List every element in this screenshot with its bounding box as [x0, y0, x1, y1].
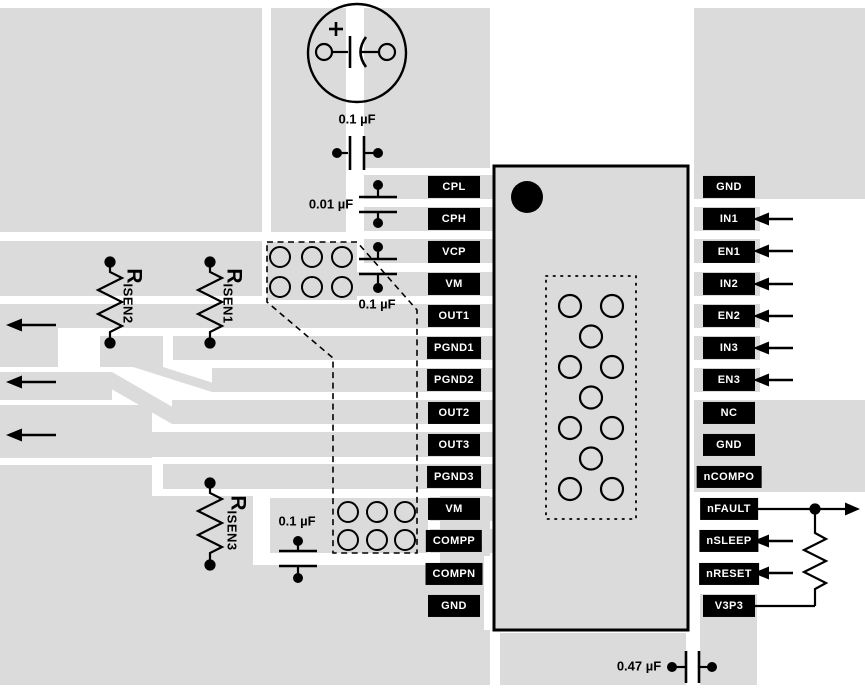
pin-label-right-in2-3: IN2 [703, 272, 755, 296]
pour-cap-right [364, 8, 490, 168]
pin-label-left-cpl-0: CPL [428, 175, 480, 199]
resistor-risen2-icon [95, 256, 125, 349]
cap-v3p3-icon [667, 651, 717, 683]
risen3-prefix: R [226, 495, 250, 511]
electrolytic-capacitor-icon [306, 2, 408, 104]
trace-out3-left [0, 405, 152, 458]
out2-arrow-icon [6, 375, 56, 389]
pin-label-right-gnd-0: GND [703, 175, 755, 199]
pour-sense-top [0, 241, 262, 296]
pin-label-right-v3p3-13: V3P3 [703, 594, 755, 618]
pin-label-right-nreset-12: nRESET [699, 562, 759, 586]
pin-label-left-vm-3: VM [428, 272, 480, 296]
pin-label-right-in3-5: IN3 [703, 336, 755, 360]
cap-vcp-icon [359, 242, 397, 293]
pour-top-left [0, 8, 262, 232]
pin-label-right-ncompo-9: nCOMPO [696, 465, 762, 489]
cap-bulk-bypass-icon [332, 136, 383, 170]
en1-arrow-icon [753, 244, 793, 258]
pour-below-ic [500, 633, 686, 685]
trace-out1-tail [0, 328, 58, 367]
pin-label-left-compp-11: COMPP [425, 529, 483, 553]
risen2-prefix: R [122, 268, 146, 284]
sense-vias-bottom [337, 501, 416, 551]
pin-label-left-cph-1: CPH [428, 207, 480, 231]
pin-label-left-gnd-13: GND [428, 594, 480, 618]
cap-vm-sense-icon [279, 536, 317, 583]
risen1-prefix: R [222, 268, 246, 284]
pin-label-left-pgnd1-5: PGND1 [427, 336, 481, 360]
in3-arrow-icon [753, 341, 793, 355]
pin-label-left-vcp-2: VCP [428, 240, 480, 264]
en3-arrow-icon [753, 373, 793, 387]
cap-v3p3-label: 0.47 µF [616, 658, 662, 674]
pin-label-right-gnd-8: GND [703, 433, 755, 457]
risen1-subscript: ISEN1 [220, 283, 236, 324]
pin-label-right-in1-1: IN1 [703, 207, 755, 231]
pin-label-left-vm-10: VM [428, 497, 480, 521]
pin-label-right-nc-7: NC [703, 401, 755, 425]
risen2-subscript: ISEN2 [120, 283, 136, 324]
gap-ic-left-channel [484, 556, 494, 630]
resistor-risen3-icon [195, 477, 225, 571]
pullup-resistor-icon [752, 502, 860, 608]
copper-pours [0, 8, 865, 685]
ic-outline [492, 164, 690, 632]
cap-charge-pump-icon [359, 180, 397, 228]
out3-arrow-icon [6, 428, 56, 442]
resistor-risen3-label: RISEN3 [225, 495, 250, 550]
resistor-risen1-label: RISEN1 [221, 268, 246, 323]
pin-label-left-compn-12: COMPN [425, 562, 483, 586]
cap-vm-sense-label: 0.1 µF [278, 513, 316, 529]
resistor-risen1-icon [195, 256, 225, 349]
pour-top-right [694, 8, 865, 199]
input-arrows [753, 212, 793, 580]
thermal-vias [557, 293, 625, 502]
thermal-pad-outline [545, 275, 637, 520]
pin-label-left-out3-8: OUT3 [428, 433, 480, 457]
en2-arrow-icon [753, 309, 793, 323]
pin-label-right-en1-2: EN1 [703, 240, 755, 264]
pin-label-right-nsleep-11: nSLEEP [699, 529, 759, 553]
pin-label-right-en2-4: EN2 [703, 304, 755, 328]
nreset-arrow-icon [753, 566, 793, 580]
in2-arrow-icon [753, 277, 793, 291]
pin-label-right-nfault-10: nFAULT [700, 497, 758, 521]
pour-via-box-top [267, 242, 357, 300]
cap-charge-pump-label: 0.01 µF [308, 196, 354, 212]
resistor-risen2-label: RISEN2 [121, 268, 146, 323]
pin-label-left-out1-4: OUT1 [428, 304, 480, 328]
nsleep-arrow-icon [753, 534, 793, 548]
pin-label-right-en3-6: EN3 [703, 368, 755, 392]
risen3-subscript: ISEN3 [224, 510, 240, 551]
pin1-indicator-dot [511, 181, 543, 213]
trace-out1 [0, 304, 494, 328]
sense-region-outline [266, 241, 418, 554]
cap-bulk-bypass-label: 0.1 µF [338, 111, 376, 127]
pin-label-left-out2-7: OUT2 [428, 401, 480, 425]
sense-vias-top [269, 246, 353, 298]
out1-arrow-icon [6, 318, 56, 332]
output-arrows [6, 318, 56, 442]
pin-label-left-pgnd3-9: PGND3 [427, 465, 481, 489]
cap-vcp-label: 0.1 µF [358, 296, 396, 312]
pin-label-left-pgnd2-6: PGND2 [427, 368, 481, 392]
nfault-arrow-right-icon [845, 502, 860, 516]
in1-arrow-icon [753, 212, 793, 226]
